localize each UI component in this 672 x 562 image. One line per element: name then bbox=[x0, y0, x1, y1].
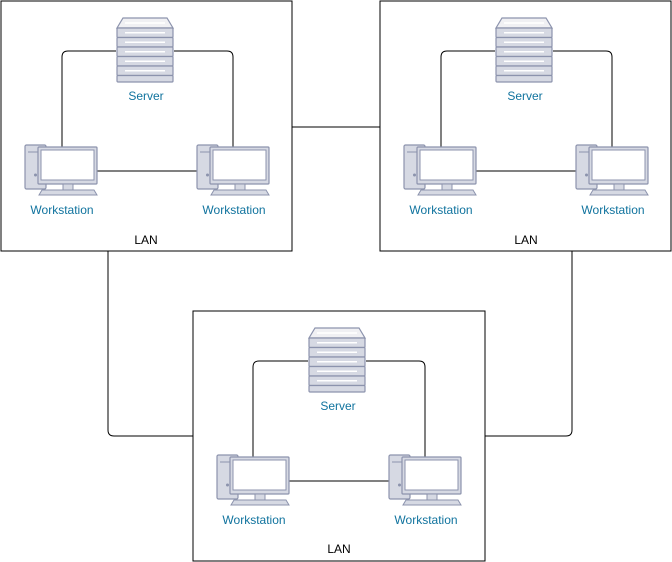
server-label: Server bbox=[507, 89, 542, 103]
lan-link-right bbox=[485, 251, 573, 437]
server-icon[interactable] bbox=[308, 327, 366, 393]
lan-label: LAN bbox=[514, 233, 537, 247]
workstation-label: Workstation bbox=[394, 513, 457, 527]
server-icon[interactable] bbox=[495, 17, 553, 83]
workstation-label: Workstation bbox=[409, 203, 472, 217]
workstation-label: Workstation bbox=[202, 203, 265, 217]
server-link-left bbox=[252, 360, 308, 457]
server-link-right bbox=[553, 50, 613, 147]
lan-group-1: Server Workstation Workstation LAN bbox=[0, 0, 293, 252]
server-icon[interactable] bbox=[116, 17, 174, 83]
workstation-label: Workstation bbox=[30, 203, 93, 217]
lan-group-2: Server Workstation Workstation LAN bbox=[379, 0, 672, 252]
lan-group-3: Server Workstation Workstation LAN bbox=[192, 310, 486, 562]
server-link-left bbox=[61, 50, 116, 147]
lan-label: LAN bbox=[134, 233, 157, 247]
server-link-right bbox=[174, 50, 234, 147]
lan-link-left bbox=[107, 251, 193, 437]
workstation-label: Workstation bbox=[222, 513, 285, 527]
lan-label: LAN bbox=[327, 542, 350, 556]
workstation-label: Workstation bbox=[581, 203, 644, 217]
server-link-left bbox=[440, 50, 495, 147]
server-link-right bbox=[366, 360, 426, 457]
server-label: Server bbox=[320, 399, 355, 413]
server-label: Server bbox=[128, 89, 163, 103]
